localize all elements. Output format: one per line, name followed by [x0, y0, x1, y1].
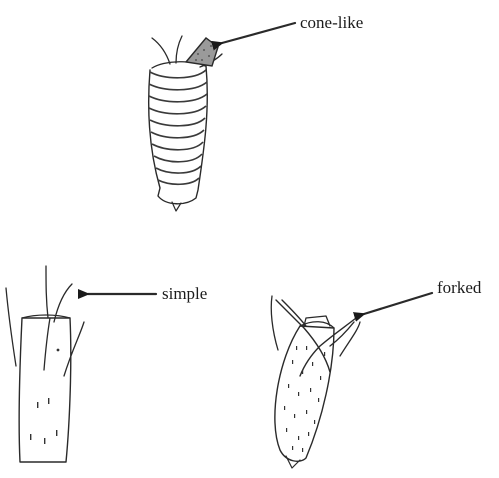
cone-like-sensillum: [186, 38, 218, 66]
forked-arrow: [364, 293, 432, 314]
simple-label: simple: [162, 284, 207, 304]
cone-antenna-seta-left: [152, 38, 170, 64]
forked-label: forked: [437, 278, 481, 298]
simple-seta-antenna: [6, 266, 84, 462]
cone-like-arrow: [222, 23, 295, 43]
forked-seta-antenna: [271, 296, 360, 468]
forked-antenna-texture: [284, 346, 325, 452]
cone-antenna-segments: [149, 70, 207, 184]
forked-antenna-body: [275, 326, 334, 461]
cone-like-label: cone-like: [300, 13, 363, 33]
simple-seta-1: [6, 288, 16, 366]
cone-like-antenna: [149, 36, 222, 211]
